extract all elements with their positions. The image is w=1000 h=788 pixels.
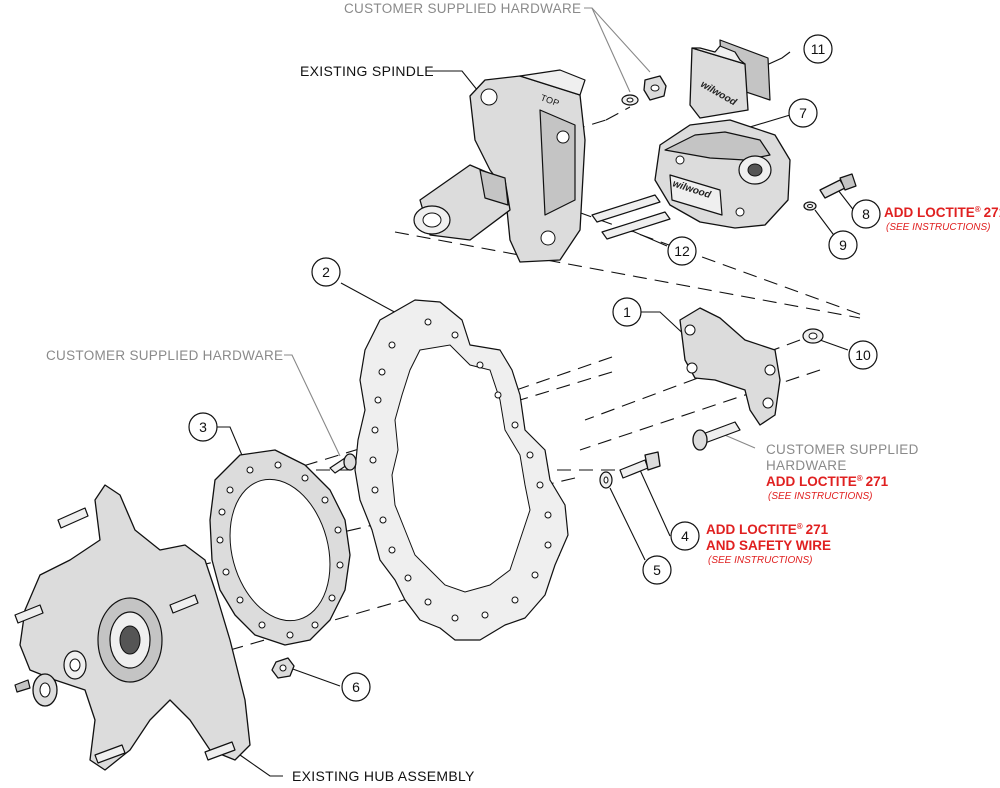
svg-text:8: 8	[862, 206, 870, 222]
customer-hardware-left-label: CUSTOMER SUPPLIED HARDWARE	[46, 348, 283, 363]
caliper-bolt	[803, 173, 857, 211]
loctite-note-1-sub: (SEE INSTRUCTIONS)	[768, 491, 872, 502]
customer-hardware-screw-right	[692, 421, 741, 451]
hat-holes	[216, 461, 344, 639]
customer-hardware-top	[621, 75, 667, 106]
loctite-note-4-line2: AND SAFETY WIRE	[706, 538, 831, 553]
rotor-hat	[209, 449, 351, 646]
customer-hardware-right-label-2: HARDWARE	[766, 458, 847, 473]
rotor-bolt	[599, 451, 661, 489]
rotor	[354, 299, 569, 641]
loctite-note-4-sub: (SEE INSTRUCTIONS)	[708, 555, 812, 566]
loctite-note-8: ADD LOCTITE®271	[884, 205, 1000, 220]
labels: CUSTOMER SUPPLIED HARDWARE EXISTING SPIN…	[46, 1, 1000, 784]
svg-text:4: 4	[681, 528, 689, 544]
callout-3: 3	[188, 412, 218, 442]
brake-pads: wilwood	[689, 39, 771, 119]
existing-spindle-label: EXISTING SPINDLE	[300, 63, 434, 79]
hat-nut	[271, 657, 295, 679]
caliper-bracket	[679, 307, 781, 426]
svg-text:6: 6	[352, 679, 360, 695]
rotor-holes	[369, 318, 552, 622]
svg-text:9: 9	[839, 237, 847, 253]
customer-hardware-top-label: CUSTOMER SUPPLIED HARDWARE	[344, 1, 581, 16]
customer-hardware-screw-left	[329, 453, 357, 474]
leader-lines	[217, 7, 856, 777]
loctite-note-1: ADD LOCTITE®271	[766, 474, 889, 489]
callout-1: 1	[612, 297, 642, 327]
callout-9: 9	[828, 230, 858, 260]
callout-7: 7	[788, 98, 818, 128]
svg-text:2: 2	[322, 264, 330, 280]
callout-6: 6	[341, 672, 371, 702]
svg-text:10: 10	[855, 347, 871, 363]
svg-text:12: 12	[674, 243, 690, 259]
svg-text:3: 3	[199, 419, 207, 435]
svg-text:7: 7	[799, 105, 807, 121]
callout-4: 4	[670, 521, 700, 551]
bracket-washer	[802, 328, 824, 344]
hub-studs	[14, 507, 236, 764]
loctite-note-4: ADD LOCTITE®271	[706, 522, 829, 537]
existing-hub	[14, 484, 251, 771]
customer-hardware-right-label-1: CUSTOMER SUPPLIED	[766, 442, 919, 457]
svg-text:5: 5	[653, 562, 661, 578]
callout-2: 2	[311, 257, 341, 287]
callout-8: 8	[851, 199, 881, 229]
svg-text:1: 1	[623, 304, 631, 320]
callout-11: 11	[803, 34, 833, 64]
svg-text:11: 11	[811, 41, 826, 57]
existing-hub-label: EXISTING HUB ASSEMBLY	[292, 768, 475, 784]
callouts: 1 2 3 4 5 6 7 8 9 10 11 12	[188, 34, 881, 702]
existing-spindle: TOP	[413, 69, 586, 263]
loctite-note-8-sub: (SEE INSTRUCTIONS)	[886, 222, 990, 233]
shims	[591, 194, 671, 240]
callout-10: 10	[848, 340, 878, 370]
hub-small-parts	[14, 650, 87, 707]
callout-5: 5	[642, 555, 672, 585]
callout-12: 12	[667, 236, 697, 266]
caliper: wilwood	[654, 119, 791, 229]
